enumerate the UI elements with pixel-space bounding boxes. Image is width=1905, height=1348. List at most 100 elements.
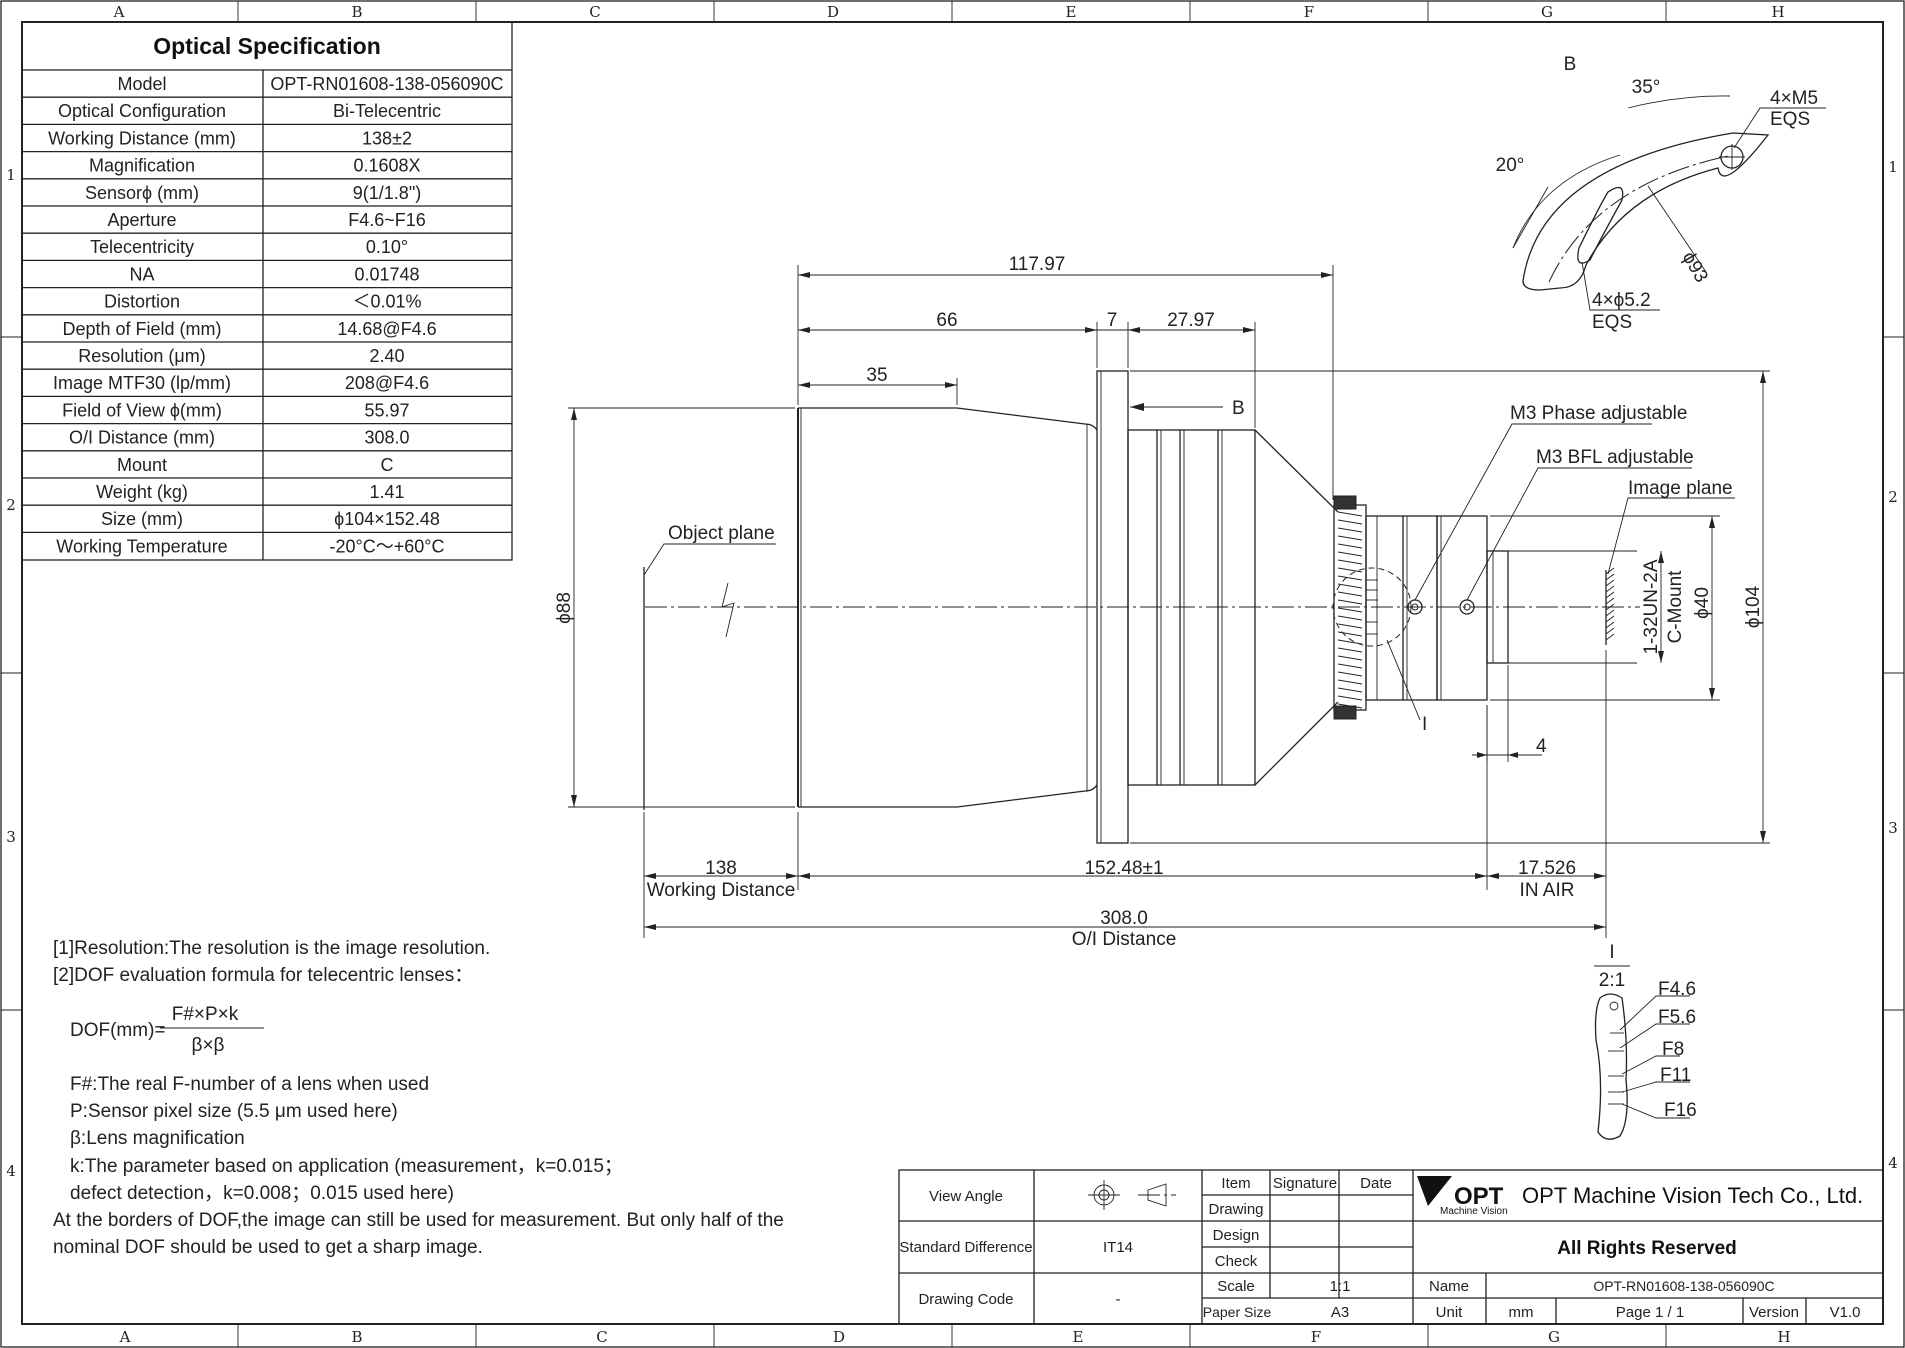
tb-drawing-code: Drawing Code	[918, 1291, 1013, 1308]
tb-version: Version	[1749, 1304, 1799, 1321]
dimension-lines: 117.97 66 7 27.97 35 B ϕ88 ϕ104 ϕ40	[554, 254, 1770, 950]
spec-row-value: 2.40	[369, 346, 404, 366]
dim-lens-length: 152.48±1	[1084, 858, 1163, 879]
grid-row-right-4: 4	[1888, 1154, 1898, 1172]
spec-row-value: Bi-Telecentric	[333, 101, 441, 121]
tb-code-value: -	[1116, 1291, 1121, 1308]
knurl-line	[1337, 671, 1363, 677]
image-plane-hatch	[1605, 603, 1615, 611]
view-b-angle-35: 35°	[1632, 77, 1661, 98]
tb-item: Item	[1221, 1175, 1250, 1192]
callouts: Object plane M3 Phase adjustable M3 BFL …	[643, 403, 1735, 601]
note-k-def-1: k:The parameter based on application (me…	[70, 1156, 623, 1177]
dim-bfl-value: 17.526	[1518, 858, 1576, 879]
knurl-line	[1337, 511, 1363, 517]
notes: [1]Resolution:The resolution is the imag…	[53, 938, 784, 1258]
grid-row-left-1: 1	[6, 166, 16, 184]
tb-scale: Scale	[1217, 1278, 1255, 1295]
knurl-line	[1337, 535, 1363, 541]
spec-row-label: Magnification	[89, 156, 195, 176]
view-b-holes-eqs: EQS	[1592, 312, 1632, 333]
grid-col-bottom-h: H	[1777, 1328, 1790, 1346]
note-border-1: At the borders of DOF,the image can stil…	[53, 1210, 784, 1231]
title-block: View Angle Standard Difference IT14 Draw…	[898, 1169, 1884, 1325]
knurl-line	[1337, 703, 1363, 709]
knurl-line	[1337, 575, 1363, 581]
spec-row-value: OPT-RN01608-138-056090C	[270, 74, 503, 94]
grid-row-right-1: 1	[1888, 158, 1898, 176]
image-plane-hatch	[1605, 609, 1615, 617]
image-plane-hatch	[1605, 633, 1615, 641]
tb-version-value: V1.0	[1830, 1304, 1861, 1321]
spec-row-value: C	[381, 455, 394, 475]
knurl-line	[1337, 615, 1363, 621]
callout-image-plane: Image plane	[1628, 478, 1733, 499]
grid-col-bottom-f: F	[1311, 1328, 1321, 1346]
dim-oi-label: O/I Distance	[1072, 929, 1177, 950]
note-f-def: F#:The real F-number of a lens when used	[70, 1074, 429, 1095]
grid-row-left-3: 3	[6, 828, 16, 846]
view-b-m5: 4×M5	[1770, 88, 1818, 109]
dim-bfl-label: IN AIR	[1520, 880, 1575, 901]
view-b-holes: 4×ϕ5.2	[1592, 290, 1651, 311]
detail-i: I 2:1 F4.6 F5.6 F8 F11 F16	[1594, 942, 1697, 1140]
spec-row-label: Aperture	[107, 210, 176, 230]
grid-col-top-g: G	[1541, 3, 1553, 21]
tb-logo: OPT	[1454, 1183, 1504, 1210]
view-b-m5-eqs: EQS	[1770, 109, 1810, 130]
spec-row-label: NA	[129, 264, 154, 284]
dim-35: 35	[866, 365, 887, 386]
knurl-line	[1337, 631, 1363, 637]
knurl-line	[1337, 647, 1363, 653]
image-plane-hatch	[1605, 615, 1615, 623]
tb-scale-value: 1:1	[1330, 1278, 1351, 1295]
dim-working-distance-label: Working Distance	[647, 880, 796, 901]
image-plane-hatch	[1605, 579, 1615, 587]
spec-row-value: 0.10°	[366, 237, 408, 257]
spec-row-value: 0.01748	[354, 264, 419, 284]
image-plane-hatch	[1605, 621, 1615, 629]
view-b: B 35° 20° ϕ93 4×M5 EQS 4×ϕ5.2 EQS	[1496, 54, 1826, 333]
tb-company: OPT Machine Vision Tech Co., Ltd.	[1522, 1183, 1863, 1208]
grid-col-top-b: B	[351, 3, 362, 21]
grid-col-top-f: F	[1304, 3, 1314, 21]
spec-row-value: ϕ104×152.48	[334, 509, 440, 529]
grid-col-top-d: D	[827, 3, 839, 21]
view-b-angle-20: 20°	[1496, 155, 1525, 176]
image-plane-hatch	[1605, 567, 1615, 575]
dim-phi40: ϕ40	[1692, 587, 1713, 619]
callout-bfl: M3 BFL adjustable	[1536, 447, 1694, 468]
tb-design: Design	[1213, 1227, 1260, 1244]
spec-row-value: 9(1/1.8")	[353, 183, 421, 203]
grid-col-top-a: A	[113, 3, 125, 21]
knurl-line	[1337, 663, 1363, 669]
dim-7: 7	[1107, 310, 1118, 331]
detail-i-f8: F8	[1662, 1039, 1684, 1060]
knurl-line	[1337, 543, 1363, 549]
note-dof-lhs: DOF(mm)=	[70, 1020, 166, 1041]
dim-working-distance-value: 138	[705, 858, 737, 879]
tb-paper-size: Paper Size	[1203, 1304, 1272, 1320]
note-resolution: [1]Resolution:The resolution is the imag…	[53, 938, 490, 959]
grid-col-bottom-c: C	[596, 1328, 607, 1346]
tb-page: Page 1 / 1	[1616, 1304, 1684, 1321]
grid-col-top-c: C	[589, 3, 600, 21]
spec-row-value: 1.41	[369, 482, 404, 502]
tb-date: Date	[1360, 1175, 1392, 1192]
spec-row-value: F4.6~F16	[348, 210, 426, 230]
spec-row-value: 208@F4.6	[345, 373, 429, 393]
tb-paper-value: A3	[1331, 1304, 1349, 1321]
knurl-line	[1337, 583, 1363, 589]
knurl-line	[1337, 607, 1363, 613]
note-p-def: P:Sensor pixel size (5.5 μm used here)	[70, 1101, 398, 1122]
callout-object-plane: Object plane	[668, 523, 775, 544]
tb-name: Name	[1429, 1278, 1469, 1295]
dim-thread: 1-32UN-2A	[1641, 559, 1662, 654]
grid-col-bottom-b: B	[351, 1328, 362, 1346]
spec-row-label: Mount	[117, 455, 167, 475]
note-dof-numerator: F#×P×k	[172, 1004, 239, 1025]
spec-row-label: Telecentricity	[90, 237, 194, 257]
detail-i-label: I	[1609, 942, 1614, 963]
